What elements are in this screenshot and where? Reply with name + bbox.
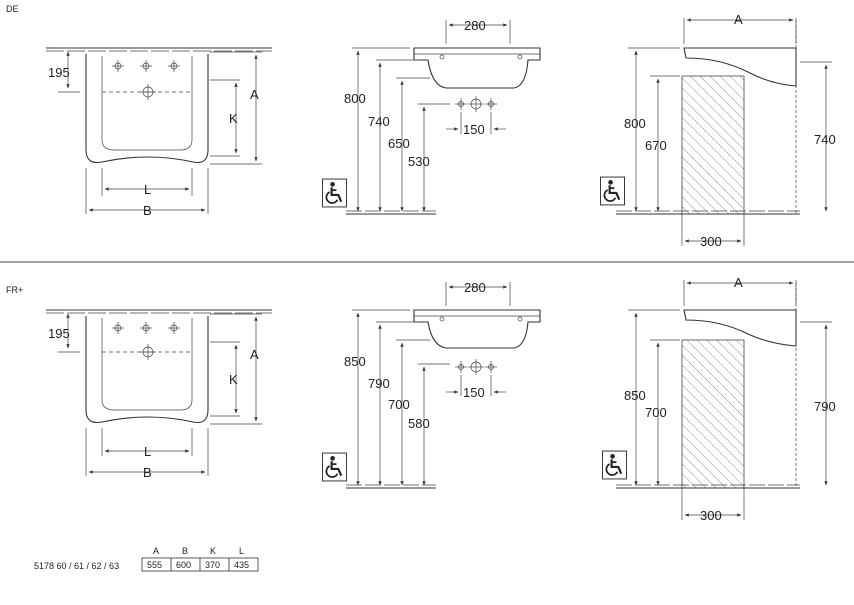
svg-text:700: 700 [388,397,410,412]
svg-text:195: 195 [48,326,70,341]
svg-text:300: 300 [700,508,722,523]
svg-text:280: 280 [464,280,486,295]
svg-text:L: L [144,444,151,459]
svg-text:B: B [143,465,152,480]
wheelchair-accessible-icon [602,450,627,480]
table-header-k: K [210,546,216,556]
svg-text:580: 580 [408,416,430,431]
table-cell-k: 370 [205,560,220,570]
dimension-table: A B K L 5178 60 / 61 / 62 / 63 555 600 3… [34,546,259,572]
svg-text:740: 740 [368,114,390,129]
front-view: 195 A K L B [46,309,272,480]
table-header-b: B [182,546,188,556]
svg-text:B: B [143,203,152,218]
svg-text:670: 670 [645,138,667,153]
svg-text:790: 790 [814,399,836,414]
table-header-l: L [239,546,244,556]
table-row-label: 5178 60 / 61 / 62 / 63 [34,561,119,571]
section-fr: FR+ 195 A K [6,275,836,523]
svg-text:195: 195 [48,65,70,80]
table-cell-a: 555 [147,560,162,570]
front-view: 195 A K L B [46,47,272,218]
svg-text:A: A [734,12,743,27]
svg-text:740: 740 [814,132,836,147]
svg-text:280: 280 [464,18,486,33]
tap-holes [112,60,180,100]
svg-text:850: 850 [624,388,646,403]
svg-text:150: 150 [463,122,485,137]
region-label: DE [6,4,19,14]
region-label: FR+ [6,285,23,295]
svg-text:A: A [250,347,259,362]
table-cell-l: 435 [234,560,249,570]
profile-view: A 850 700 790 300 [602,275,836,523]
section-de: DE 195 A [6,4,836,249]
svg-text:700: 700 [645,405,667,420]
svg-text:A: A [250,87,259,102]
side-view: 280 850 790 700 580 150 [322,280,541,489]
table-header-a: A [153,546,159,556]
wheelchair-accessible-icon [322,178,347,208]
wheelchair-accessible-icon [322,452,347,482]
svg-text:530: 530 [408,154,430,169]
svg-text:A: A [734,275,743,290]
svg-text:150: 150 [463,385,485,400]
svg-text:L: L [144,182,151,197]
svg-text:K: K [229,111,238,126]
side-view: 280 800 740 650 530 [322,18,541,215]
wheelchair-accessible-icon [600,176,625,206]
svg-text:850: 850 [344,354,366,369]
svg-text:300: 300 [700,234,722,249]
svg-text:800: 800 [624,116,646,131]
svg-text:790: 790 [368,376,390,391]
table-cell-b: 600 [176,560,191,570]
svg-text:800: 800 [344,91,366,106]
profile-view: A 800 670 740 300 [600,12,836,249]
svg-text:K: K [229,372,238,387]
svg-text:650: 650 [388,136,410,151]
